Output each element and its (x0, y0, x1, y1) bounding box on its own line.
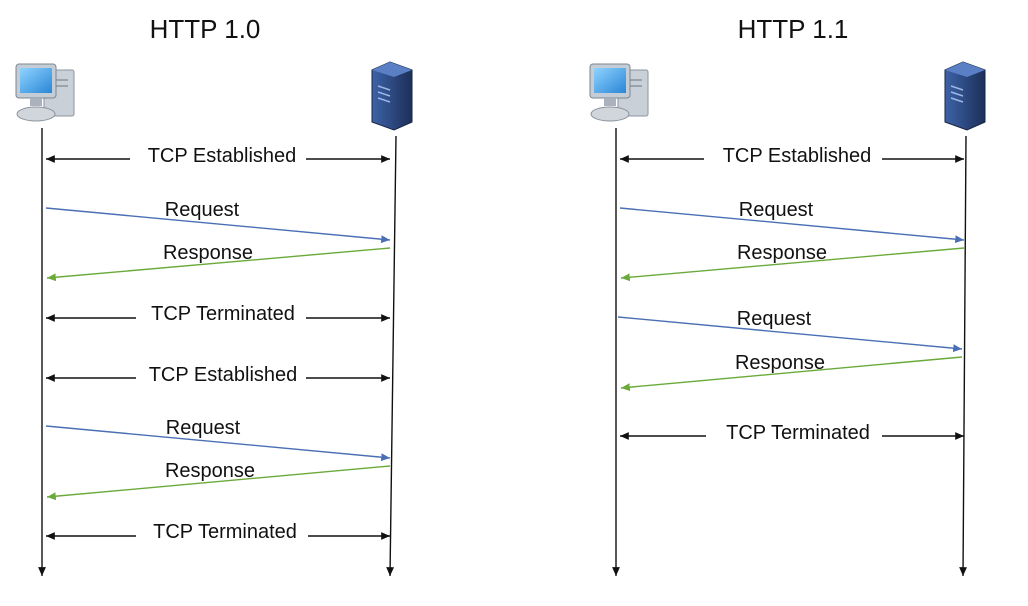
tcp-terminated-arrow: TCP Terminated (620, 422, 964, 444)
tcp-terminated-arrow: TCP Terminated (46, 303, 390, 325)
server-tower-icon (944, 61, 986, 131)
message-label: TCP Terminated (726, 422, 870, 444)
message-label: Request (166, 417, 241, 439)
response-arrow: Response (46, 242, 391, 282)
message-label: TCP Established (723, 145, 872, 167)
response-arrow: Response (46, 460, 391, 501)
tcp-established-arrow: TCP Established (46, 145, 390, 167)
request-arrow: Request (617, 308, 963, 353)
server-lifeline (386, 135, 397, 577)
message-label: Request (165, 199, 240, 221)
response-arrow: Response (620, 242, 965, 282)
http10-title: HTTP 1.0 (150, 14, 261, 44)
message-label: TCP Established (149, 364, 298, 386)
request-arrow: Request (619, 199, 965, 244)
message-label: Request (739, 199, 814, 221)
desktop-computer-icon (15, 63, 75, 122)
tcp-established-arrow: TCP Established (46, 364, 390, 386)
request-arrow: Request (45, 199, 391, 244)
http11-diagram: HTTP 1.1 TCP Established (589, 14, 986, 577)
message-label: Response (165, 460, 255, 482)
http11-title: HTTP 1.1 (738, 14, 849, 44)
message-label: Request (737, 308, 812, 330)
request-arrow: Request (45, 417, 391, 462)
message-label: Response (735, 352, 825, 374)
tcp-terminated-arrow: TCP Terminated (46, 521, 390, 543)
message-label: Response (737, 242, 827, 264)
http10-diagram: HTTP 1.0 TCP Established (15, 14, 413, 577)
message-label: Response (163, 242, 253, 264)
response-arrow: Response (620, 352, 963, 392)
message-label: TCP Terminated (151, 303, 295, 325)
message-label: TCP Terminated (153, 521, 297, 543)
desktop-computer-icon (589, 63, 649, 122)
server-tower-icon (371, 61, 413, 131)
tcp-established-arrow: TCP Established (620, 145, 964, 167)
server-lifeline (959, 135, 967, 577)
message-label: TCP Established (148, 145, 297, 167)
